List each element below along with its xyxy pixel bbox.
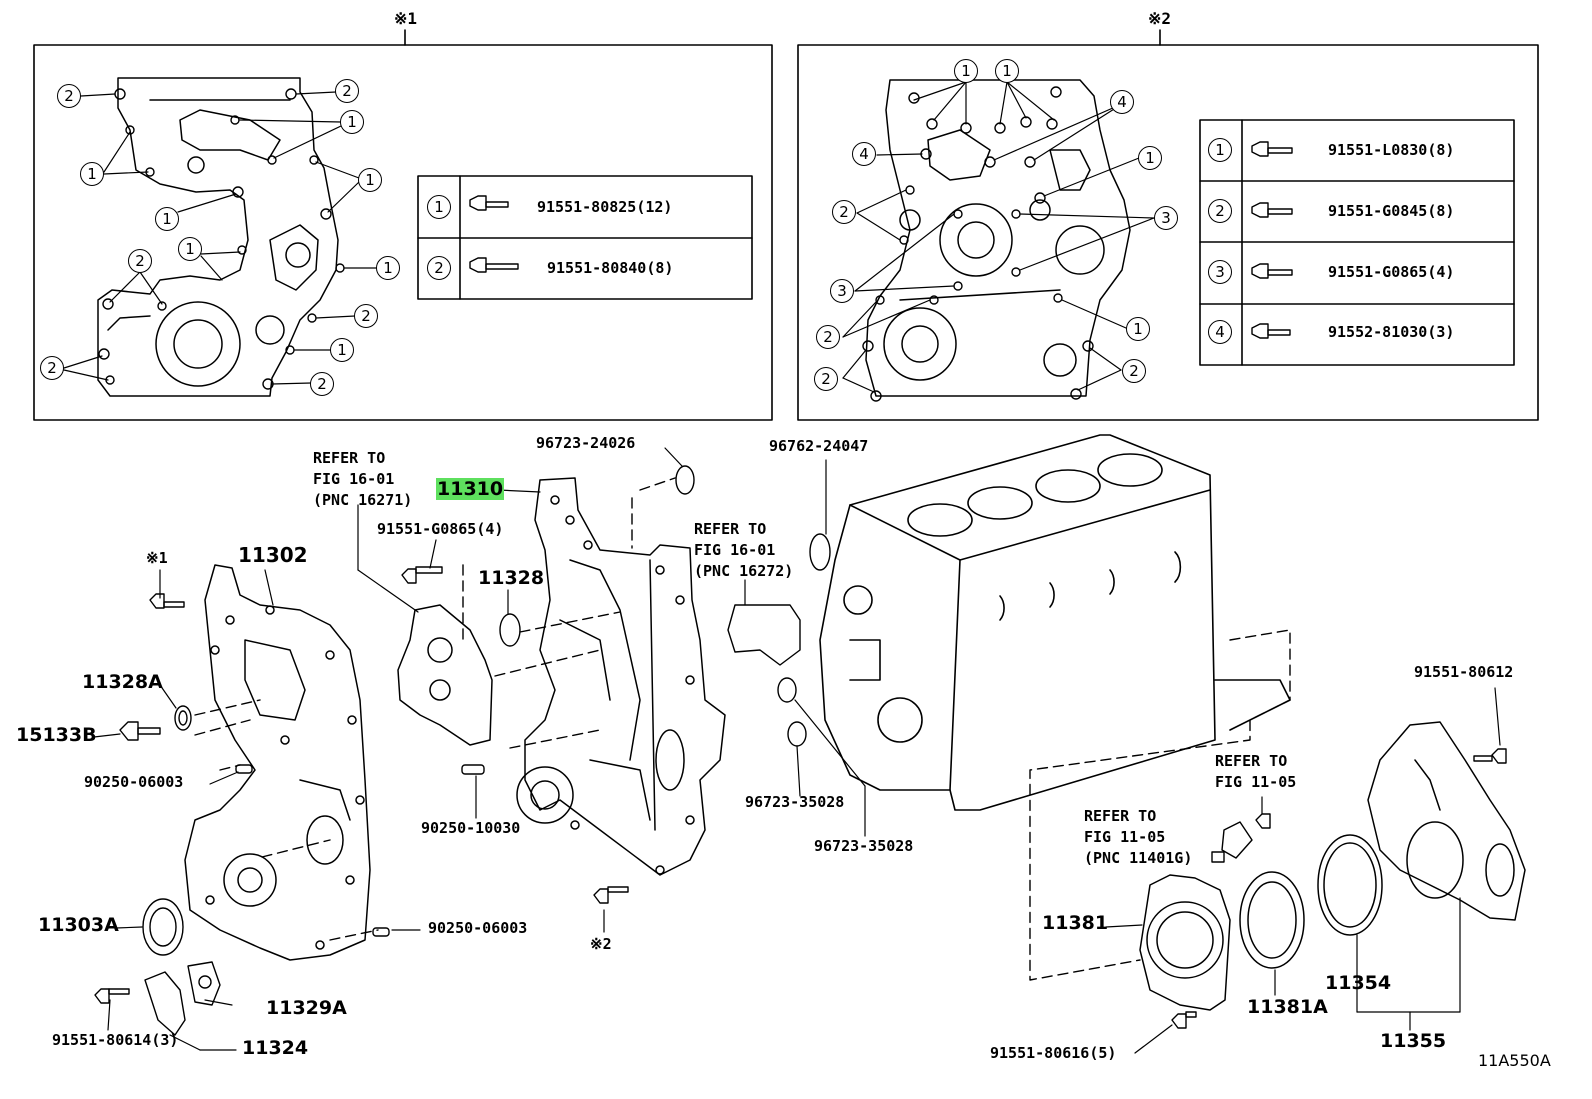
callout: 1 [330,338,354,362]
legend-row: 4 91552-81030(3) [1208,320,1454,344]
callout: 1 [1126,317,1150,341]
part-11328a[interactable]: 11328A [82,671,163,693]
inset-right-cover [865,79,1131,397]
callout: 4 [852,142,876,166]
part-11324[interactable]: 11324 [242,1037,309,1059]
illustration-code: 11A550A [1478,1051,1551,1070]
callout: 2 [832,200,856,224]
front-cover [184,564,371,961]
callout: 1 [1138,146,1162,170]
part-11328[interactable]: 11328 [478,567,545,589]
refer-note[interactable]: REFER TO FIG 11-05 [1215,752,1297,791]
callout: 2 [40,356,64,380]
part-15133b[interactable]: 15133B [16,724,97,746]
small-parts [94,465,1507,1036]
legend-row: 2 91551-80840(8) [427,256,673,280]
part-91551-80614[interactable]: 91551-80614(3) [52,1031,179,1049]
legend-row: 3 91551-G0865(4) [1208,260,1454,284]
refer-note[interactable]: REFER TO FIG 11-05 (PNC 11401G) [1084,807,1193,867]
part-90250-06003[interactable]: 90250-06003 [84,773,184,791]
end-plate [1367,721,1526,921]
main-leaders [93,447,1501,1054]
part-91551-80612[interactable]: 91551-80612 [1414,663,1514,681]
callout: 2 [816,325,840,349]
inset-right-mark: ※2 [1148,9,1172,28]
part-11355[interactable]: 11355 [1380,1030,1447,1052]
part-96762-24047[interactable]: 96762-24047 [769,437,869,455]
refer-note[interactable]: REFER TO FIG 16-01 (PNC 16271) [313,449,413,509]
callout: 1 [376,256,400,280]
mark-2: ※2 [590,935,612,953]
callout: 2 [814,367,838,391]
part-90250-10030[interactable]: 90250-10030 [421,819,521,837]
callout: 2 [128,249,152,273]
legend-number: 4 [1208,320,1232,344]
part-11302[interactable]: 11302 [238,543,308,567]
callout: 2 [335,79,359,103]
legend-row: 2 91551-G0845(8) [1208,199,1454,223]
part-11354[interactable]: 11354 [1325,972,1392,994]
part-96723-35028[interactable]: 96723-35028 [814,837,914,855]
legend-number: 2 [427,256,451,280]
callout: 2 [354,304,378,328]
inset-left-mark: ※1 [394,9,418,28]
legend-part-number: 91551-L0830(8) [1328,140,1455,159]
legend-part-number: 91551-G0845(8) [1328,201,1455,220]
inset-right-frame [797,44,1539,421]
part-11303a[interactable]: 11303A [38,914,119,936]
callout: 3 [830,279,854,303]
legend-number: 2 [1208,199,1232,223]
part-91551-g0865[interactable]: 91551-G0865(4) [377,520,504,538]
callout: 2 [1122,359,1146,383]
legend-part-number: 91551-80840(8) [547,258,674,277]
legend-row: 1 91551-L0830(8) [1208,138,1454,162]
spacer-ring [1317,834,1383,936]
callout: 1 [178,237,202,261]
legend-part-number: 91551-G0865(4) [1328,262,1455,281]
refer-note[interactable]: REFER TO FIG 16-01 (PNC 16272) [694,520,794,580]
inset-left-cover [97,77,339,397]
callout: 1 [155,207,179,231]
legend-row: 1 91551-80825(12) [427,195,672,219]
inset-right-bolt-holes [862,86,1094,402]
callout: 1 [340,110,364,134]
callout: 3 [1154,206,1178,230]
part-91551-80616[interactable]: 91551-80616(5) [990,1044,1117,1062]
part-11329a[interactable]: 11329A [266,997,347,1019]
legend-number: 3 [1208,260,1232,284]
legend-number: 1 [1208,138,1232,162]
timing-cover [516,477,726,876]
part-96723-35028[interactable]: 96723-35028 [745,793,845,811]
callout: 2 [310,372,334,396]
part-11310-highlight: 11310 [436,478,505,500]
part-90250-06003[interactable]: 90250-06003 [428,919,528,937]
oil-seal [1239,871,1305,969]
callout: 1 [995,59,1019,83]
legend-number: 1 [427,195,451,219]
inset-left-leaders [63,91,378,385]
bolt-icon [469,141,1293,339]
callout: 1 [954,59,978,83]
water-pump-gasket [397,604,493,746]
legend-part-number: 91552-81030(3) [1328,322,1455,341]
rear-seal-retainer [1139,874,1231,1011]
part-11381a[interactable]: 11381A [1247,996,1328,1018]
mark-1: ※1 [146,549,168,567]
legend-part-number: 91551-80825(12) [537,197,673,216]
part-96723-24026[interactable]: 96723-24026 [536,434,636,452]
callout: 1 [358,168,382,192]
callout: 2 [57,84,81,108]
part-11381[interactable]: 11381 [1042,912,1109,934]
part-11310[interactable]: 11310 [436,478,505,500]
callout: 1 [80,162,104,186]
inset-right-leaders [842,81,1155,393]
callout: 4 [1110,90,1134,114]
inset-left-frame [33,44,773,421]
